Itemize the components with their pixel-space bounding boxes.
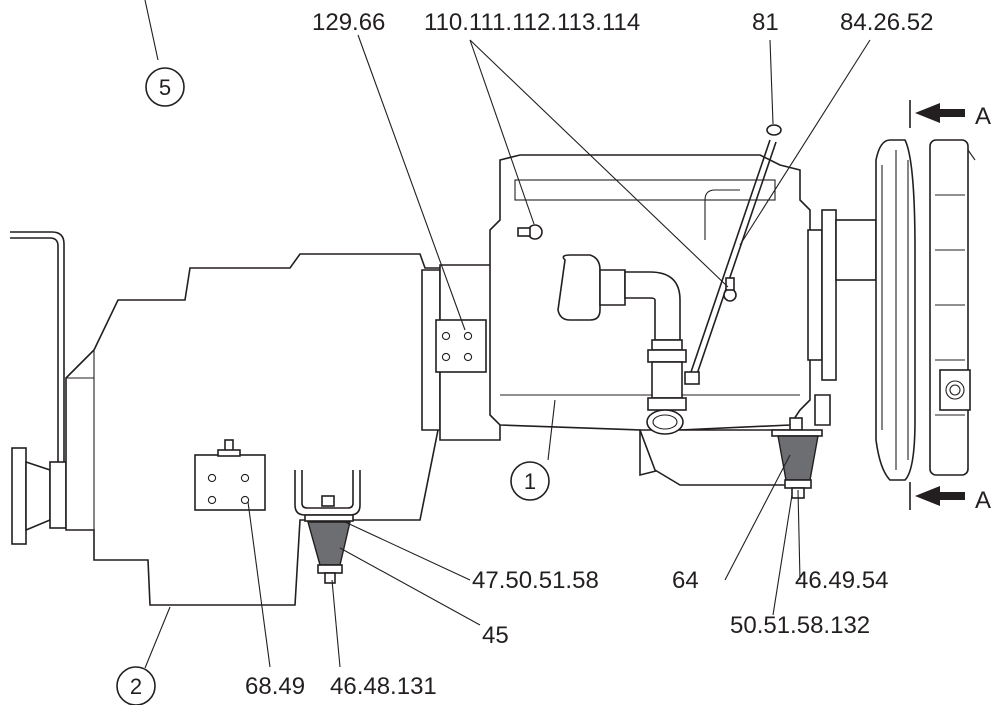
fitting-upper: [517, 224, 543, 240]
transmission-mount-bracket: [294, 470, 361, 522]
upper-bolt-plate: [435, 319, 487, 373]
callout-68-49: 68.49: [245, 673, 305, 700]
callout-46-49-54: 46.49.54: [795, 567, 888, 594]
engine-block: [489, 154, 811, 486]
callout-50-51-58-132: 50.51.58.132: [730, 612, 870, 639]
left-output-flange: [11, 447, 67, 545]
fitting-lower: [723, 277, 737, 302]
fan-belt-guard: [929, 139, 976, 476]
callout-47-50-51-58: 47.50.51.58: [472, 567, 599, 594]
view-marker-bottom: A: [909, 482, 991, 514]
circled-item-1: 1: [510, 461, 550, 501]
dipstick-tube: [684, 124, 782, 385]
circled-item-1-label: 1: [524, 469, 536, 494]
pulley: [875, 139, 916, 481]
leader-lines: [144, 0, 871, 669]
callout-81: 81: [752, 9, 779, 36]
circled-item-2-label: 2: [130, 674, 142, 699]
front-drive-flange: [807, 209, 877, 381]
intake-pipe: [646, 339, 687, 435]
transmission-rubber-mount: [307, 521, 351, 584]
circled-item-5: 5: [145, 67, 185, 107]
view-marker-bottom-label: A: [975, 487, 991, 514]
view-marker-top-label: A: [975, 103, 991, 130]
callout-129-66: 129.66: [312, 9, 385, 36]
lower-bolt-plate: [194, 439, 266, 511]
view-marker-top: A: [909, 100, 991, 130]
circled-item-2: 2: [116, 666, 156, 705]
callout-64: 64: [672, 567, 699, 594]
callout-84-26-52: 84.26.52: [840, 9, 933, 36]
callout-110-114: 110.111.112.113.114: [424, 9, 640, 36]
left-bracket-rod: [10, 231, 65, 470]
callout-45: 45: [482, 622, 509, 649]
circled-item-5-label: 5: [159, 75, 171, 100]
callout-46-48-131: 46.48.131: [330, 673, 437, 700]
